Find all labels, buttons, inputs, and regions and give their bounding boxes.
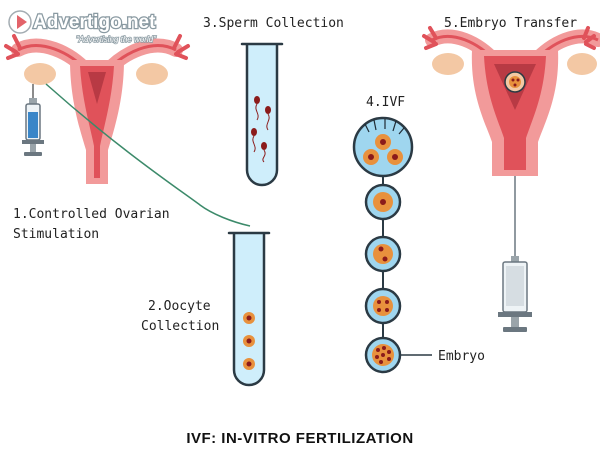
embryo-cell <box>364 336 402 374</box>
step2-label-line1: 2.Oocyte <box>148 299 211 314</box>
left-uterus <box>4 34 190 184</box>
syringe-stimulation <box>22 84 44 156</box>
right-ovary <box>136 63 168 85</box>
step3-label: 3.Sperm Collection <box>203 16 344 31</box>
left-ovary <box>24 63 56 85</box>
sperm-test-tube <box>240 42 284 187</box>
advertigo-watermark: Advertigo.net "Advertising the world" <box>8 10 158 45</box>
oocyte-catheter <box>45 83 251 227</box>
sperm-cells <box>251 96 271 163</box>
oocyte-test-tube <box>227 231 271 387</box>
embryo-label: Embryo <box>438 349 485 364</box>
syringe-transfer <box>498 256 532 332</box>
ivf-dish <box>352 116 414 178</box>
step2-label-line2: Collection <box>141 319 219 334</box>
watermark-brand: Advertigo.net <box>33 12 156 33</box>
transferred-embryo <box>504 71 526 93</box>
step1-label-line1: 1.Controlled Ovarian <box>13 207 170 222</box>
right-uterus <box>422 26 600 176</box>
step5-label: 5.Embryo Transfer <box>444 16 577 31</box>
two-cell-stage <box>364 235 402 273</box>
watermark-tagline: "Advertising the world" <box>76 35 157 44</box>
step1-label-line2: Stimulation <box>13 227 99 242</box>
zygote-cell <box>364 183 402 221</box>
oocytes <box>243 312 255 370</box>
diagram-title: IVF: IN-VITRO FERTILIZATION <box>186 430 413 447</box>
step4-label: 4.IVF <box>366 95 405 110</box>
four-cell-stage <box>364 287 402 325</box>
